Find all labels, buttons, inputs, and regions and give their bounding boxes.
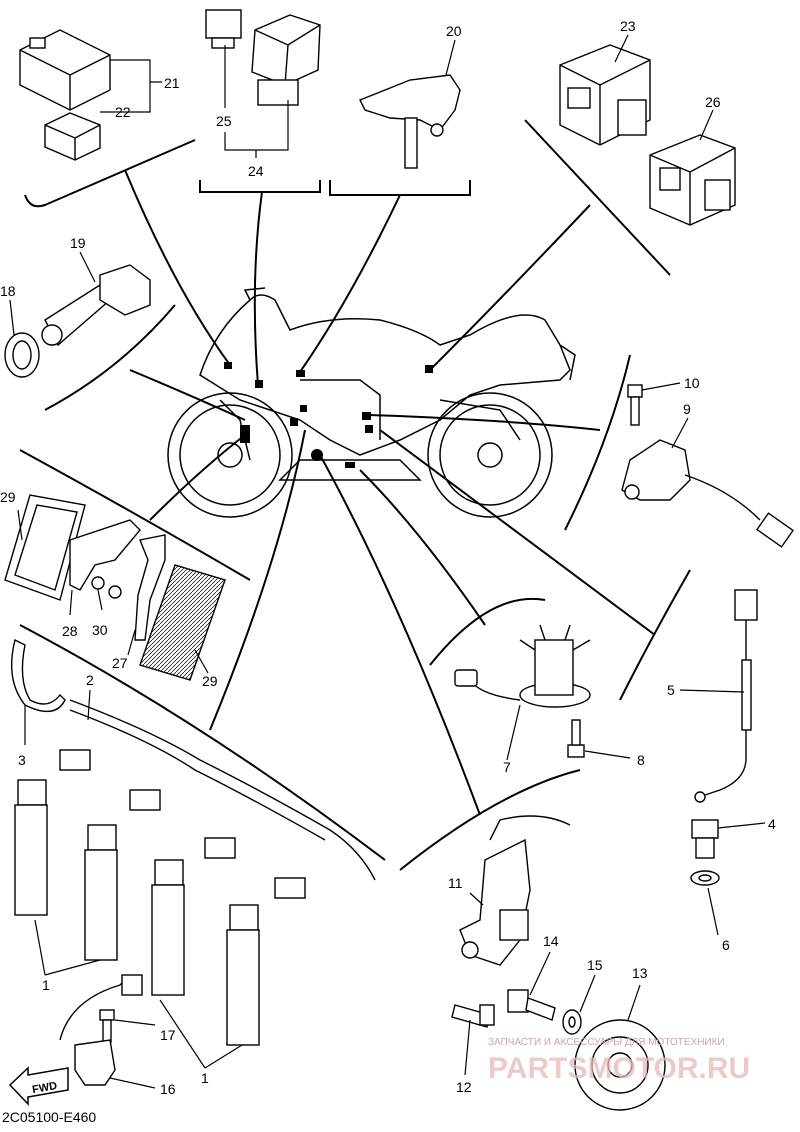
lead-5	[694, 589, 758, 803]
callout-18: 18	[0, 283, 16, 299]
connector-c	[204, 837, 236, 859]
relay-24	[251, 14, 321, 106]
bracket-27	[134, 534, 166, 641]
bolt-12	[451, 1004, 495, 1028]
callout-10: 10	[684, 375, 700, 391]
harness-2	[69, 699, 376, 881]
callout-5: 5	[667, 682, 675, 698]
gasket-18	[4, 332, 40, 378]
fwd-arrow: FWD	[8, 1066, 69, 1106]
callout-29b: 29	[202, 673, 218, 689]
callout-17: 17	[160, 1027, 176, 1043]
callout-26: 26	[705, 94, 721, 110]
callout-11: 11	[448, 875, 463, 891]
reflector-29-right	[139, 564, 226, 681]
bracket-28	[69, 519, 141, 591]
watermark-line2: PARTSMOTOR.RU	[488, 1052, 750, 1085]
nut-30a	[91, 576, 105, 590]
bolt-14	[507, 989, 556, 1021]
callout-12: 12	[456, 1079, 472, 1095]
relay-22	[44, 112, 101, 161]
connector-25	[205, 9, 242, 49]
callout-7: 7	[503, 759, 511, 775]
callout-6: 6	[722, 937, 730, 953]
sensor-7	[454, 624, 591, 708]
callout-9: 9	[683, 401, 691, 417]
group-brackets	[19, 119, 691, 871]
washer-15	[562, 1009, 582, 1035]
callout-30: 30	[92, 622, 108, 638]
callout-25: 25	[216, 113, 232, 129]
callout-1b: 1	[201, 1070, 209, 1086]
coil-1d	[226, 904, 260, 1046]
watermark-line1: ЗАПЧАСТИ И АКСЕССУАРЫ ДЛЯ МОТОТЕХНИКИ	[488, 1037, 725, 1048]
parts-art	[4, 9, 794, 1111]
motorcycle-outline	[167, 287, 576, 518]
bike-location-markers	[224, 362, 433, 468]
callout-23: 23	[620, 18, 636, 34]
callout-3: 3	[18, 752, 26, 768]
callout-28: 28	[62, 623, 78, 639]
callout-1a: 1	[42, 977, 50, 993]
leader-lines	[124, 169, 656, 816]
callout-19: 19	[70, 235, 86, 251]
callout-27: 27	[112, 655, 128, 671]
clamp-3	[10, 638, 66, 713]
fwd-label: FWD	[31, 1080, 58, 1096]
connector-d	[274, 877, 306, 899]
sensor-20	[359, 74, 461, 169]
callout-13: 13	[632, 965, 648, 981]
callout-24: 24	[248, 163, 264, 179]
callout-lines	[9, 34, 766, 1089]
unit-26	[649, 134, 736, 226]
callout-21: 21	[164, 75, 180, 91]
callout-14: 14	[543, 933, 559, 949]
bolt-17	[99, 1009, 115, 1043]
connector-b	[129, 789, 161, 811]
coil-1a	[14, 779, 48, 916]
gasket-6	[690, 870, 720, 886]
rotor-13	[574, 1019, 666, 1111]
sensor-16	[59, 974, 143, 1086]
connector-a	[59, 749, 91, 771]
callout-16: 16	[160, 1081, 176, 1097]
callout-4: 4	[768, 816, 776, 832]
coil-1b	[84, 824, 118, 961]
sensor-11	[459, 815, 571, 966]
bolt-10	[627, 384, 643, 426]
bolt-8	[567, 719, 585, 758]
temp-sensor-19	[41, 264, 151, 347]
relay-21	[19, 29, 111, 111]
coil-1c	[151, 859, 185, 996]
ecu-23	[559, 44, 651, 146]
callout-8: 8	[637, 752, 645, 768]
callout-numbers: 21 22 25 24 20 23 26 19 18 10 9 29 28 30…	[0, 18, 776, 1097]
callout-2: 2	[86, 672, 94, 688]
watermark: ЗАПЧАСТИ И АКСЕССУАРЫ ДЛЯ МОТОТЕХНИКИ PA…	[488, 1037, 750, 1085]
nut-30b	[108, 585, 122, 599]
diagram-code: 2C05100-E460	[2, 1109, 96, 1125]
callout-22: 22	[115, 104, 131, 120]
callout-20: 20	[446, 23, 462, 39]
reflector-29-left	[4, 494, 86, 601]
callout-15: 15	[587, 957, 603, 973]
switch-4	[691, 819, 719, 859]
sensor-9	[621, 439, 794, 548]
callout-29a: 29	[0, 489, 16, 505]
